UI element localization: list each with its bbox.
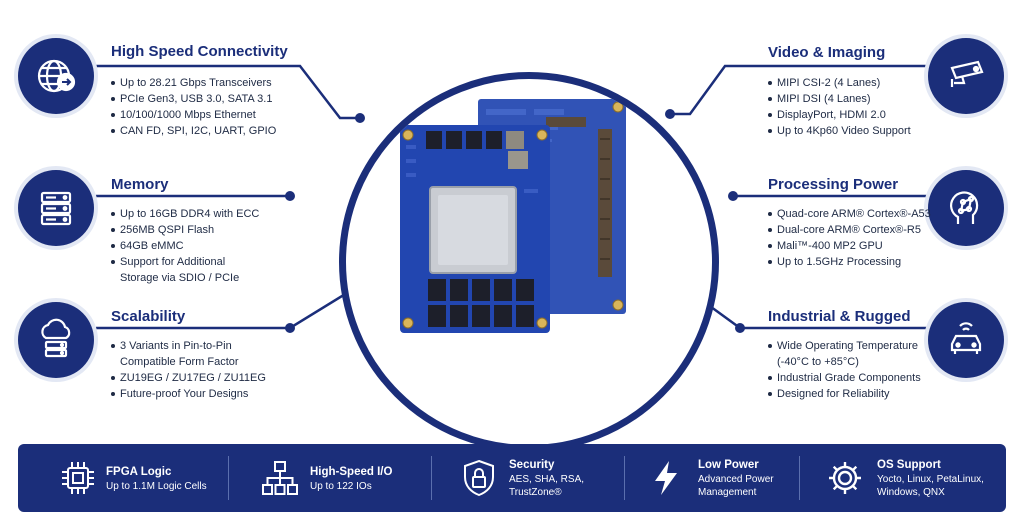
bar-title-fpga: FPGA Logic: [106, 465, 172, 478]
bar-item-power: Low Power Advanced Power Management: [624, 444, 799, 512]
connector-dot: [735, 323, 745, 333]
list-item: 10/100/1000 Mbps Ethernet: [111, 107, 276, 123]
connected-car-icon: [928, 302, 1004, 378]
globe-arrow-icon: [18, 38, 94, 114]
feature-list-memory: Up to 16GB DDR4 with ECC 256MB QSPI Flas…: [111, 206, 259, 286]
feature-title-memory: Memory: [111, 176, 169, 193]
chip-icon: [62, 462, 94, 494]
list-item-continued: (-40°C to +85°C): [777, 356, 859, 368]
bar-line: Yocto, Linux, PetaLinux,: [877, 474, 984, 485]
feature-list-processing: Quad-core ARM® Cortex®-A53 Dual-core ARM…: [768, 206, 931, 270]
list-item: Wide Operating Temperature: [768, 338, 921, 354]
bar-line: Management: [698, 487, 757, 498]
feature-list-industrial: Wide Operating Temperature (-40°C to +85…: [768, 338, 921, 402]
list-item: PCIe Gen3, USB 3.0, SATA 3.1: [111, 91, 276, 107]
list-item: Mali™-400 MP2 GPU: [768, 238, 931, 254]
list-item: Up to 4Kp60 Video Support: [768, 123, 911, 139]
feature-list-video: MIPI CSI-2 (4 Lanes) MIPI DSI (4 Lanes) …: [768, 75, 911, 139]
bar-line: AES, SHA, RSA, TrustZone®: [509, 474, 585, 498]
list-item-continued: Storage via SDIO / PCIe: [120, 272, 240, 284]
connector-connectivity: [96, 64, 360, 120]
feature-title-connectivity: High Speed Connectivity: [111, 43, 288, 60]
lock-shield-icon: [464, 459, 494, 497]
network-hierarchy-icon: [262, 461, 298, 495]
gear-icon: [829, 462, 861, 494]
bar-line: Advanced Power: [698, 474, 774, 485]
list-item: 3 Variants in Pin-to-Pin: [111, 338, 266, 354]
bar-title-os: OS Support: [877, 459, 941, 471]
list-item: Up to 1.5GHz Processing: [768, 254, 931, 270]
feature-title-video: Video & Imaging: [768, 44, 886, 61]
list-item: 64GB eMMC: [111, 238, 259, 254]
connector-dot: [285, 323, 295, 333]
list-item: CAN FD, SPI, I2C, UART, GPIO: [111, 123, 276, 139]
list-item: MIPI CSI-2 (4 Lanes): [768, 75, 911, 91]
list-item: ZU19EG / ZU17EG / ZU11EG: [111, 370, 266, 386]
list-item: Support for Additional: [111, 254, 259, 270]
connector-video: [670, 64, 928, 116]
board-connector: [598, 129, 612, 277]
lightning-icon: [655, 461, 677, 495]
connector-dot: [728, 191, 738, 201]
bottom-feature-bar: FPGA Logic Up to 1.1M Logic Cells High-S…: [18, 444, 1006, 512]
bar-title-power: Low Power: [698, 459, 759, 471]
connector-dot: [665, 109, 675, 119]
bar-line: Up to 122 IOs: [310, 480, 372, 492]
cloud-server-icon: [18, 302, 94, 378]
bar-item-fpga: FPGA Logic Up to 1.1M Logic Cells: [18, 444, 228, 512]
list-item: DisplayPort, HDMI 2.0: [768, 107, 911, 123]
bar-title-io: High-Speed I/O: [310, 465, 393, 478]
list-item: Quad-core ARM® Cortex®-A53: [768, 206, 931, 222]
feature-list-connectivity: Up to 28.21 Gbps Transceivers PCIe Gen3,…: [111, 75, 276, 139]
som-board-illustration: [400, 99, 626, 333]
list-item: Industrial Grade Components: [768, 370, 921, 386]
list-item: Up to 16GB DDR4 with ECC: [111, 206, 259, 222]
list-item-continued: Compatible Form Factor: [120, 356, 239, 368]
product-image-frame: [339, 72, 719, 452]
connector-dot: [355, 113, 365, 123]
list-item: Future-proof Your Designs: [111, 386, 266, 402]
list-item: Dual-core ARM® Cortex®-R5: [768, 222, 931, 238]
bar-item-os: OS Support Yocto, Linux, PetaLinux, Wind…: [799, 444, 999, 512]
list-item: MIPI DSI (4 Lanes): [768, 91, 911, 107]
bar-item-security: Security AES, SHA, RSA, TrustZone®: [431, 444, 624, 512]
bar-title-security: Security: [509, 459, 555, 471]
list-item: Designed for Reliability: [768, 386, 921, 402]
feature-title-industrial: Industrial & Rugged: [768, 308, 911, 325]
feature-title-scalability: Scalability: [111, 308, 186, 325]
list-item: 256MB QSPI Flash: [111, 222, 259, 238]
list-item: Up to 28.21 Gbps Transceivers: [111, 75, 276, 91]
bar-item-io: High-Speed I/O Up to 122 IOs: [228, 444, 431, 512]
ai-head-icon: [928, 170, 1004, 246]
bar-line: Windows, QNX: [877, 487, 945, 498]
feature-title-processing: Processing Power: [768, 176, 899, 193]
feature-list-scalability: 3 Variants in Pin-to-Pin Compatible Form…: [111, 338, 266, 402]
server-rack-icon: [18, 170, 94, 246]
connector-dot: [285, 191, 295, 201]
bar-line: Up to 1.1M Logic Cells: [106, 480, 207, 492]
security-camera-icon: [928, 38, 1004, 114]
